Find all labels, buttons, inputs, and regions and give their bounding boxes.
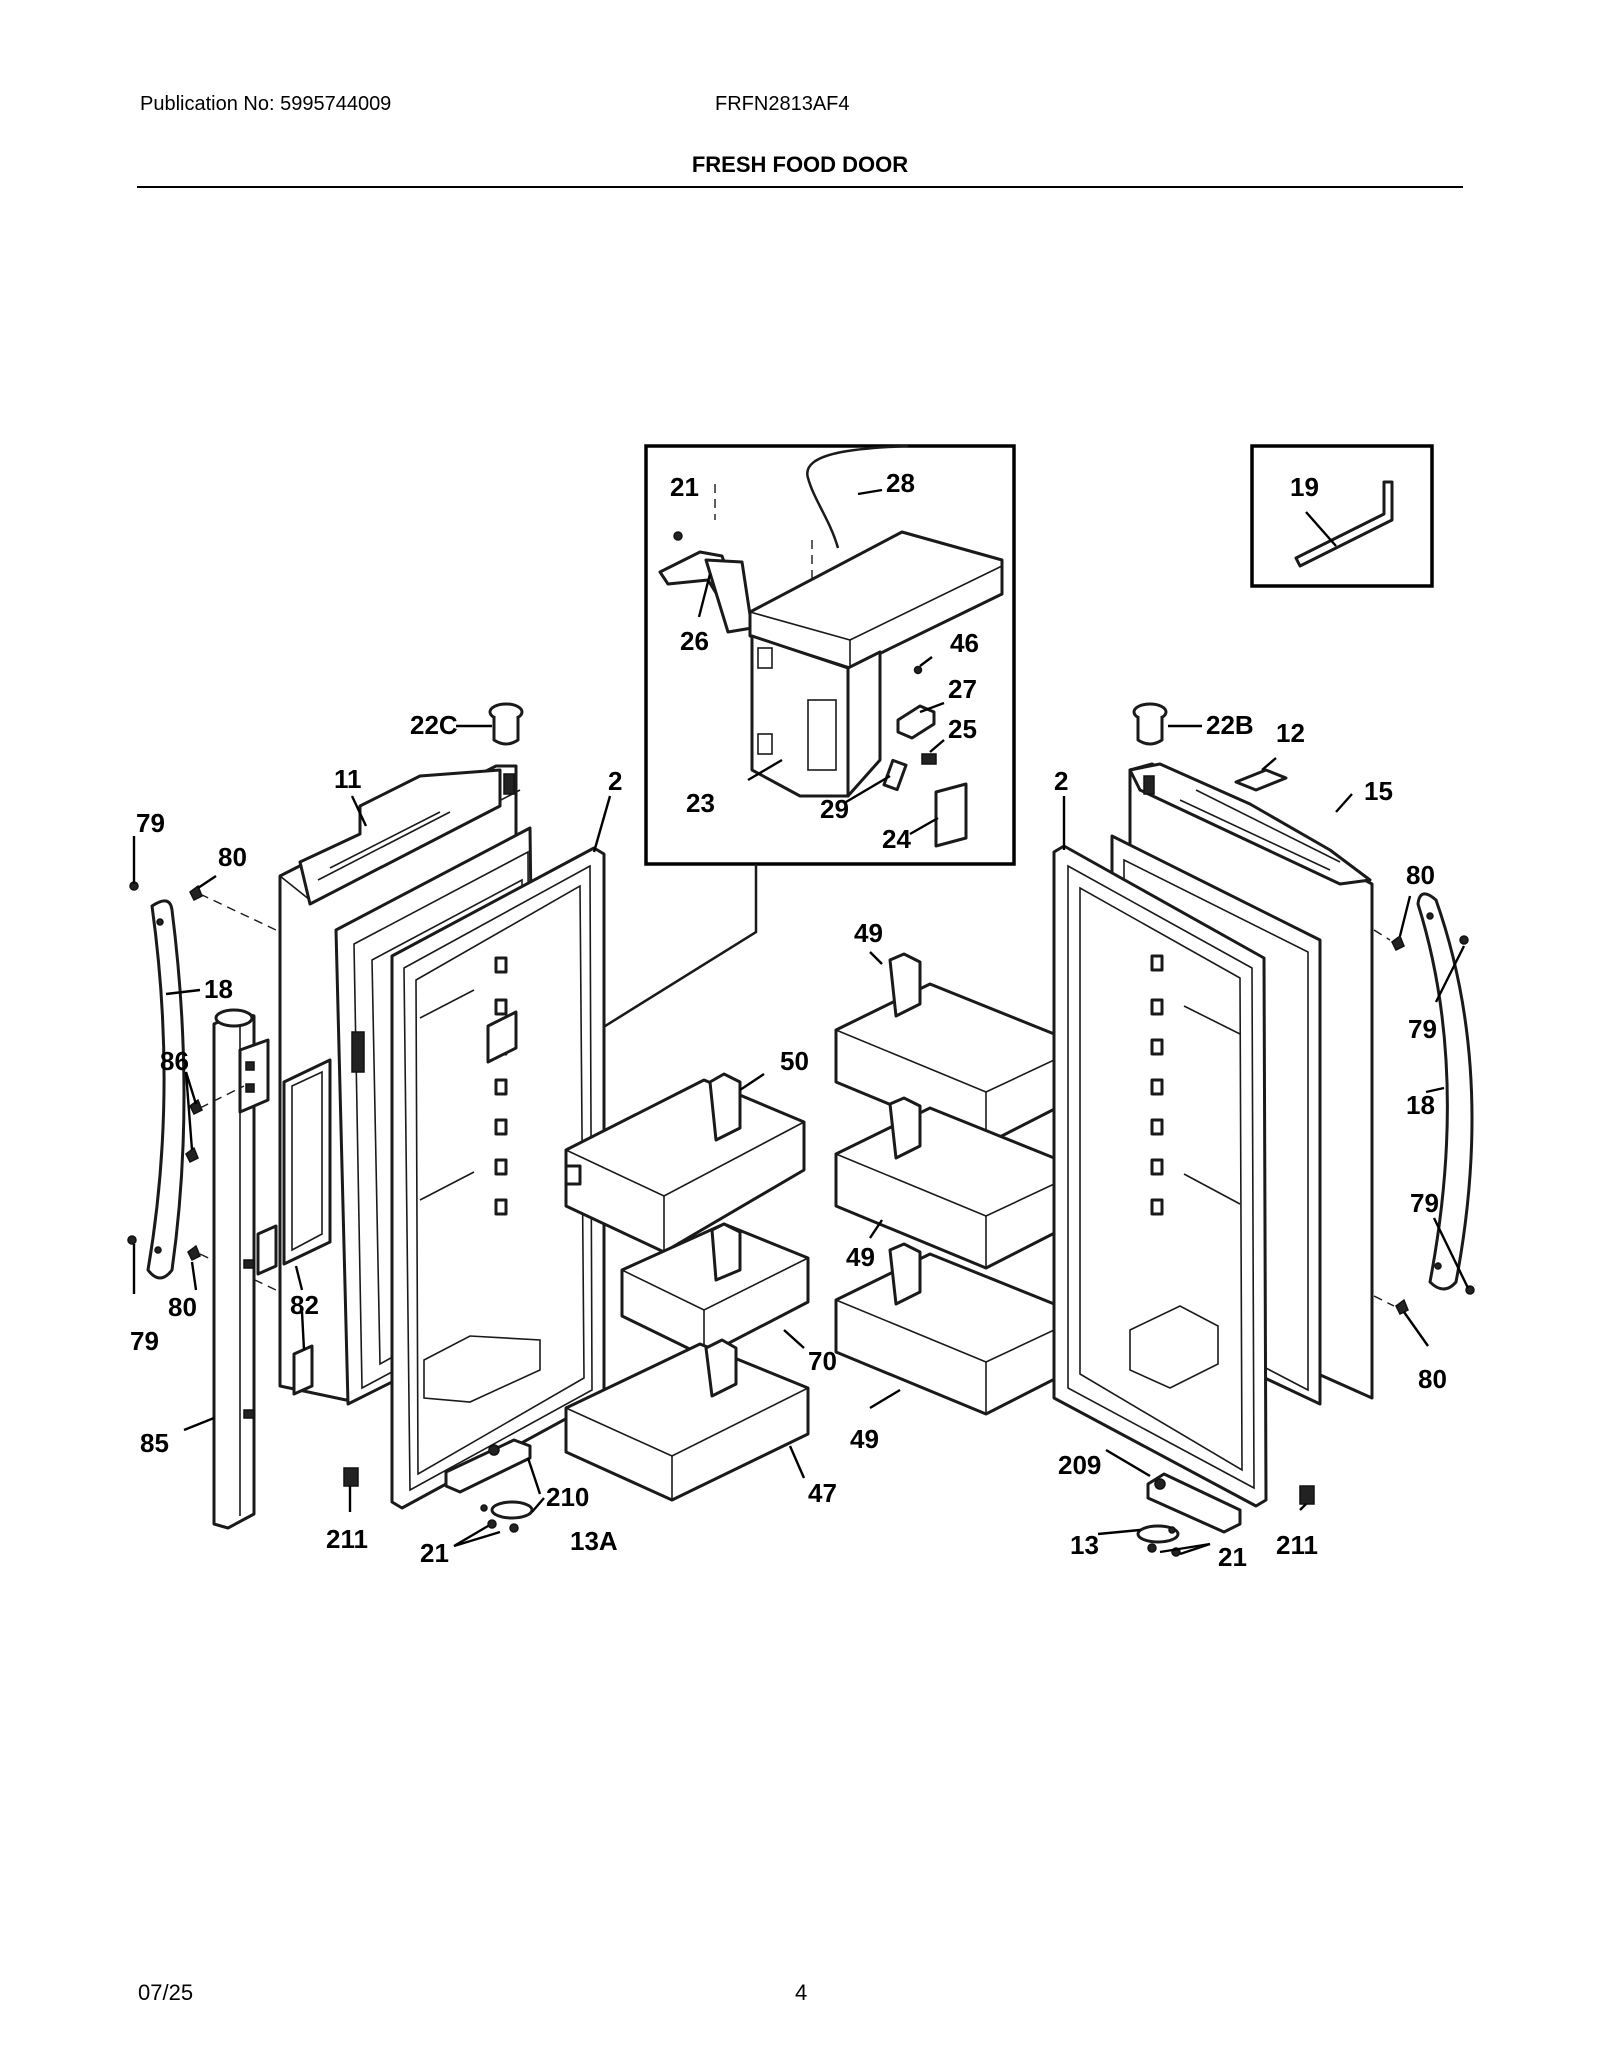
door-bin-70 <box>620 1222 810 1358</box>
left-door-assembly <box>278 702 606 1510</box>
label-23: 23 <box>686 788 715 818</box>
model-number: FRFN2813AF4 <box>715 93 850 115</box>
part-29 <box>882 758 908 792</box>
label-11: 11 <box>334 764 362 794</box>
leader-lines <box>132 724 1470 1556</box>
label-49-bottom: 49 <box>850 1424 879 1454</box>
label-79-right-top: 79 <box>1408 1014 1437 1044</box>
label-211-right: 211 <box>1276 1530 1318 1560</box>
right-bottom-hinge <box>1136 1472 1315 1557</box>
label-86: 86 <box>160 1046 189 1076</box>
label-27: 27 <box>948 674 977 704</box>
cap-22C-part <box>488 702 524 746</box>
label-2-right: 2 <box>1054 766 1068 796</box>
label-79-left-bottom: 79 <box>130 1326 159 1356</box>
left-handle-part <box>127 881 203 1280</box>
label-49-middle: 49 <box>846 1242 875 1272</box>
label-80-right-top: 80 <box>1406 860 1435 890</box>
label-80-left-top: 80 <box>218 842 247 872</box>
label-12: 12 <box>1276 718 1305 748</box>
door-bin-47 <box>564 1338 810 1502</box>
dispenser-inset <box>644 444 1016 866</box>
door-bin-49-top <box>834 952 1086 1146</box>
label-24: 24 <box>882 824 911 854</box>
screw-46-part <box>913 665 923 675</box>
footer-page-number: 4 <box>795 1980 808 2005</box>
switch-27-part <box>896 704 936 740</box>
right-door-assembly <box>1052 702 1374 1508</box>
label-49-top: 49 <box>854 918 883 948</box>
label-22C: 22C <box>410 710 458 740</box>
section-title: FRESH FOOD DOOR <box>691 152 909 177</box>
label-79-right-bottom: 79 <box>1410 1188 1439 1218</box>
label-21-right: 21 <box>1218 1542 1247 1572</box>
label-80-right-bottom: 80 <box>1418 1364 1447 1394</box>
label-26: 26 <box>680 626 709 656</box>
label-22B: 22B <box>1206 710 1254 740</box>
label-25: 25 <box>948 714 977 744</box>
label-13: 13 <box>1070 1530 1099 1560</box>
label-47: 47 <box>808 1478 837 1508</box>
label-21-inset: 21 <box>670 472 699 502</box>
label-85: 85 <box>140 1428 169 1458</box>
label-82: 82 <box>290 1290 319 1320</box>
header-rule <box>137 186 1463 188</box>
label-46: 46 <box>950 628 979 658</box>
label-19: 19 <box>1290 472 1319 502</box>
label-13A: 13A <box>570 1526 618 1556</box>
spring-25-part <box>921 753 937 765</box>
cap-22B-part <box>1132 702 1168 746</box>
label-15: 15 <box>1364 776 1393 806</box>
label-21-left: 21 <box>420 1538 449 1568</box>
left-trim-part <box>212 1008 270 1530</box>
part-labels: 21 28 26 46 27 25 23 29 24 19 22C 22B 12… <box>130 468 1447 1572</box>
left-bottom-hinge <box>343 1438 534 1533</box>
part-19-inset <box>1250 444 1434 588</box>
label-70: 70 <box>808 1346 837 1376</box>
label-50: 50 <box>780 1046 809 1076</box>
label-209: 209 <box>1058 1450 1101 1480</box>
cover-24-part <box>934 782 968 848</box>
publication-number: Publication No: 5995744009 <box>140 93 392 115</box>
dispenser-lever-part <box>658 531 754 634</box>
right-handle-part <box>1391 892 1475 1316</box>
footer-date: 07/25 <box>138 1980 194 2005</box>
part-19-wand <box>1294 480 1394 568</box>
label-79-left-top: 79 <box>136 808 165 838</box>
label-80-left-bottom: 80 <box>168 1292 197 1322</box>
clip-82-lower <box>292 1344 314 1396</box>
badge-12-part <box>1234 768 1288 792</box>
label-18-left: 18 <box>204 974 233 1004</box>
label-210: 210 <box>546 1482 589 1512</box>
label-28: 28 <box>886 468 915 498</box>
label-29: 29 <box>820 794 849 824</box>
clip-82-upper <box>256 1224 278 1276</box>
label-18-right: 18 <box>1406 1090 1435 1120</box>
label-211-left: 211 <box>326 1524 368 1554</box>
dispenser-housing-part <box>748 530 1004 798</box>
label-2-left: 2 <box>608 766 622 796</box>
door-bin-50 <box>564 1072 806 1254</box>
